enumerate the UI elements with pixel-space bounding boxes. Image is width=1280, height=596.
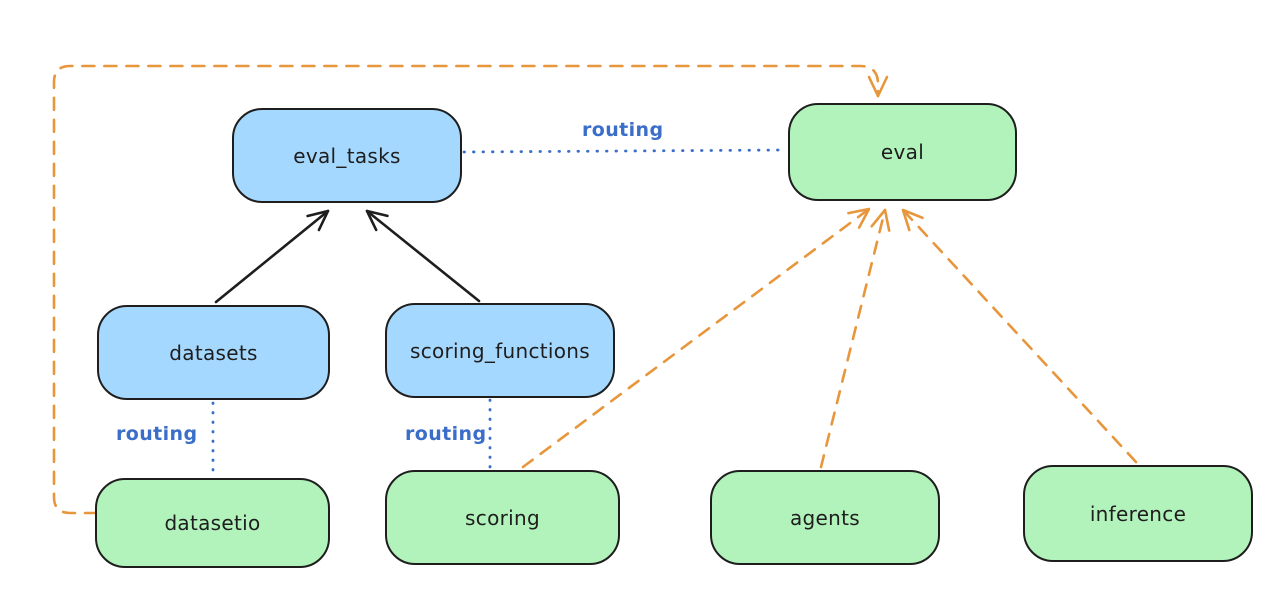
- edge-agents-to-eval: [819, 208, 891, 469]
- edge-inference-to-eval: [901, 208, 1138, 464]
- node-inference: inference: [1023, 465, 1253, 562]
- edge-scoring-to-eval: [521, 207, 871, 469]
- edge-datasetio-to-eval: [52, 64, 889, 515]
- node-eval-label: eval: [880, 140, 925, 164]
- node-eval-tasks-label: eval_tasks: [293, 143, 401, 168]
- routing-label-eval-tasks-eval: routing: [582, 119, 664, 141]
- edge-datasets-to-eval-tasks: [214, 209, 330, 304]
- node-scoring-functions-label: scoring_functions: [409, 338, 591, 363]
- node-datasets: datasets: [97, 305, 330, 400]
- node-datasetio-label: datasetio: [164, 511, 261, 535]
- node-agents: agents: [710, 470, 940, 565]
- node-datasets-label: datasets: [169, 340, 258, 365]
- edge-eval-tasks-to-eval-routing: [462, 148, 788, 154]
- node-datasetio: datasetio: [95, 478, 330, 568]
- edge-scoring-functions-to-eval-tasks: [365, 209, 481, 303]
- node-agents-label: agents: [790, 505, 860, 530]
- routing-label-scoring-functions-scoring: routing: [405, 423, 487, 445]
- routing-label-datasets-datasetio: routing: [116, 423, 198, 445]
- node-inference-label: inference: [1089, 501, 1187, 526]
- node-scoring-label: scoring: [465, 505, 540, 530]
- node-eval: eval: [788, 103, 1017, 201]
- node-scoring-functions: scoring_functions: [385, 303, 615, 398]
- node-scoring: scoring: [385, 470, 620, 565]
- node-eval-tasks: eval_tasks: [232, 108, 462, 203]
